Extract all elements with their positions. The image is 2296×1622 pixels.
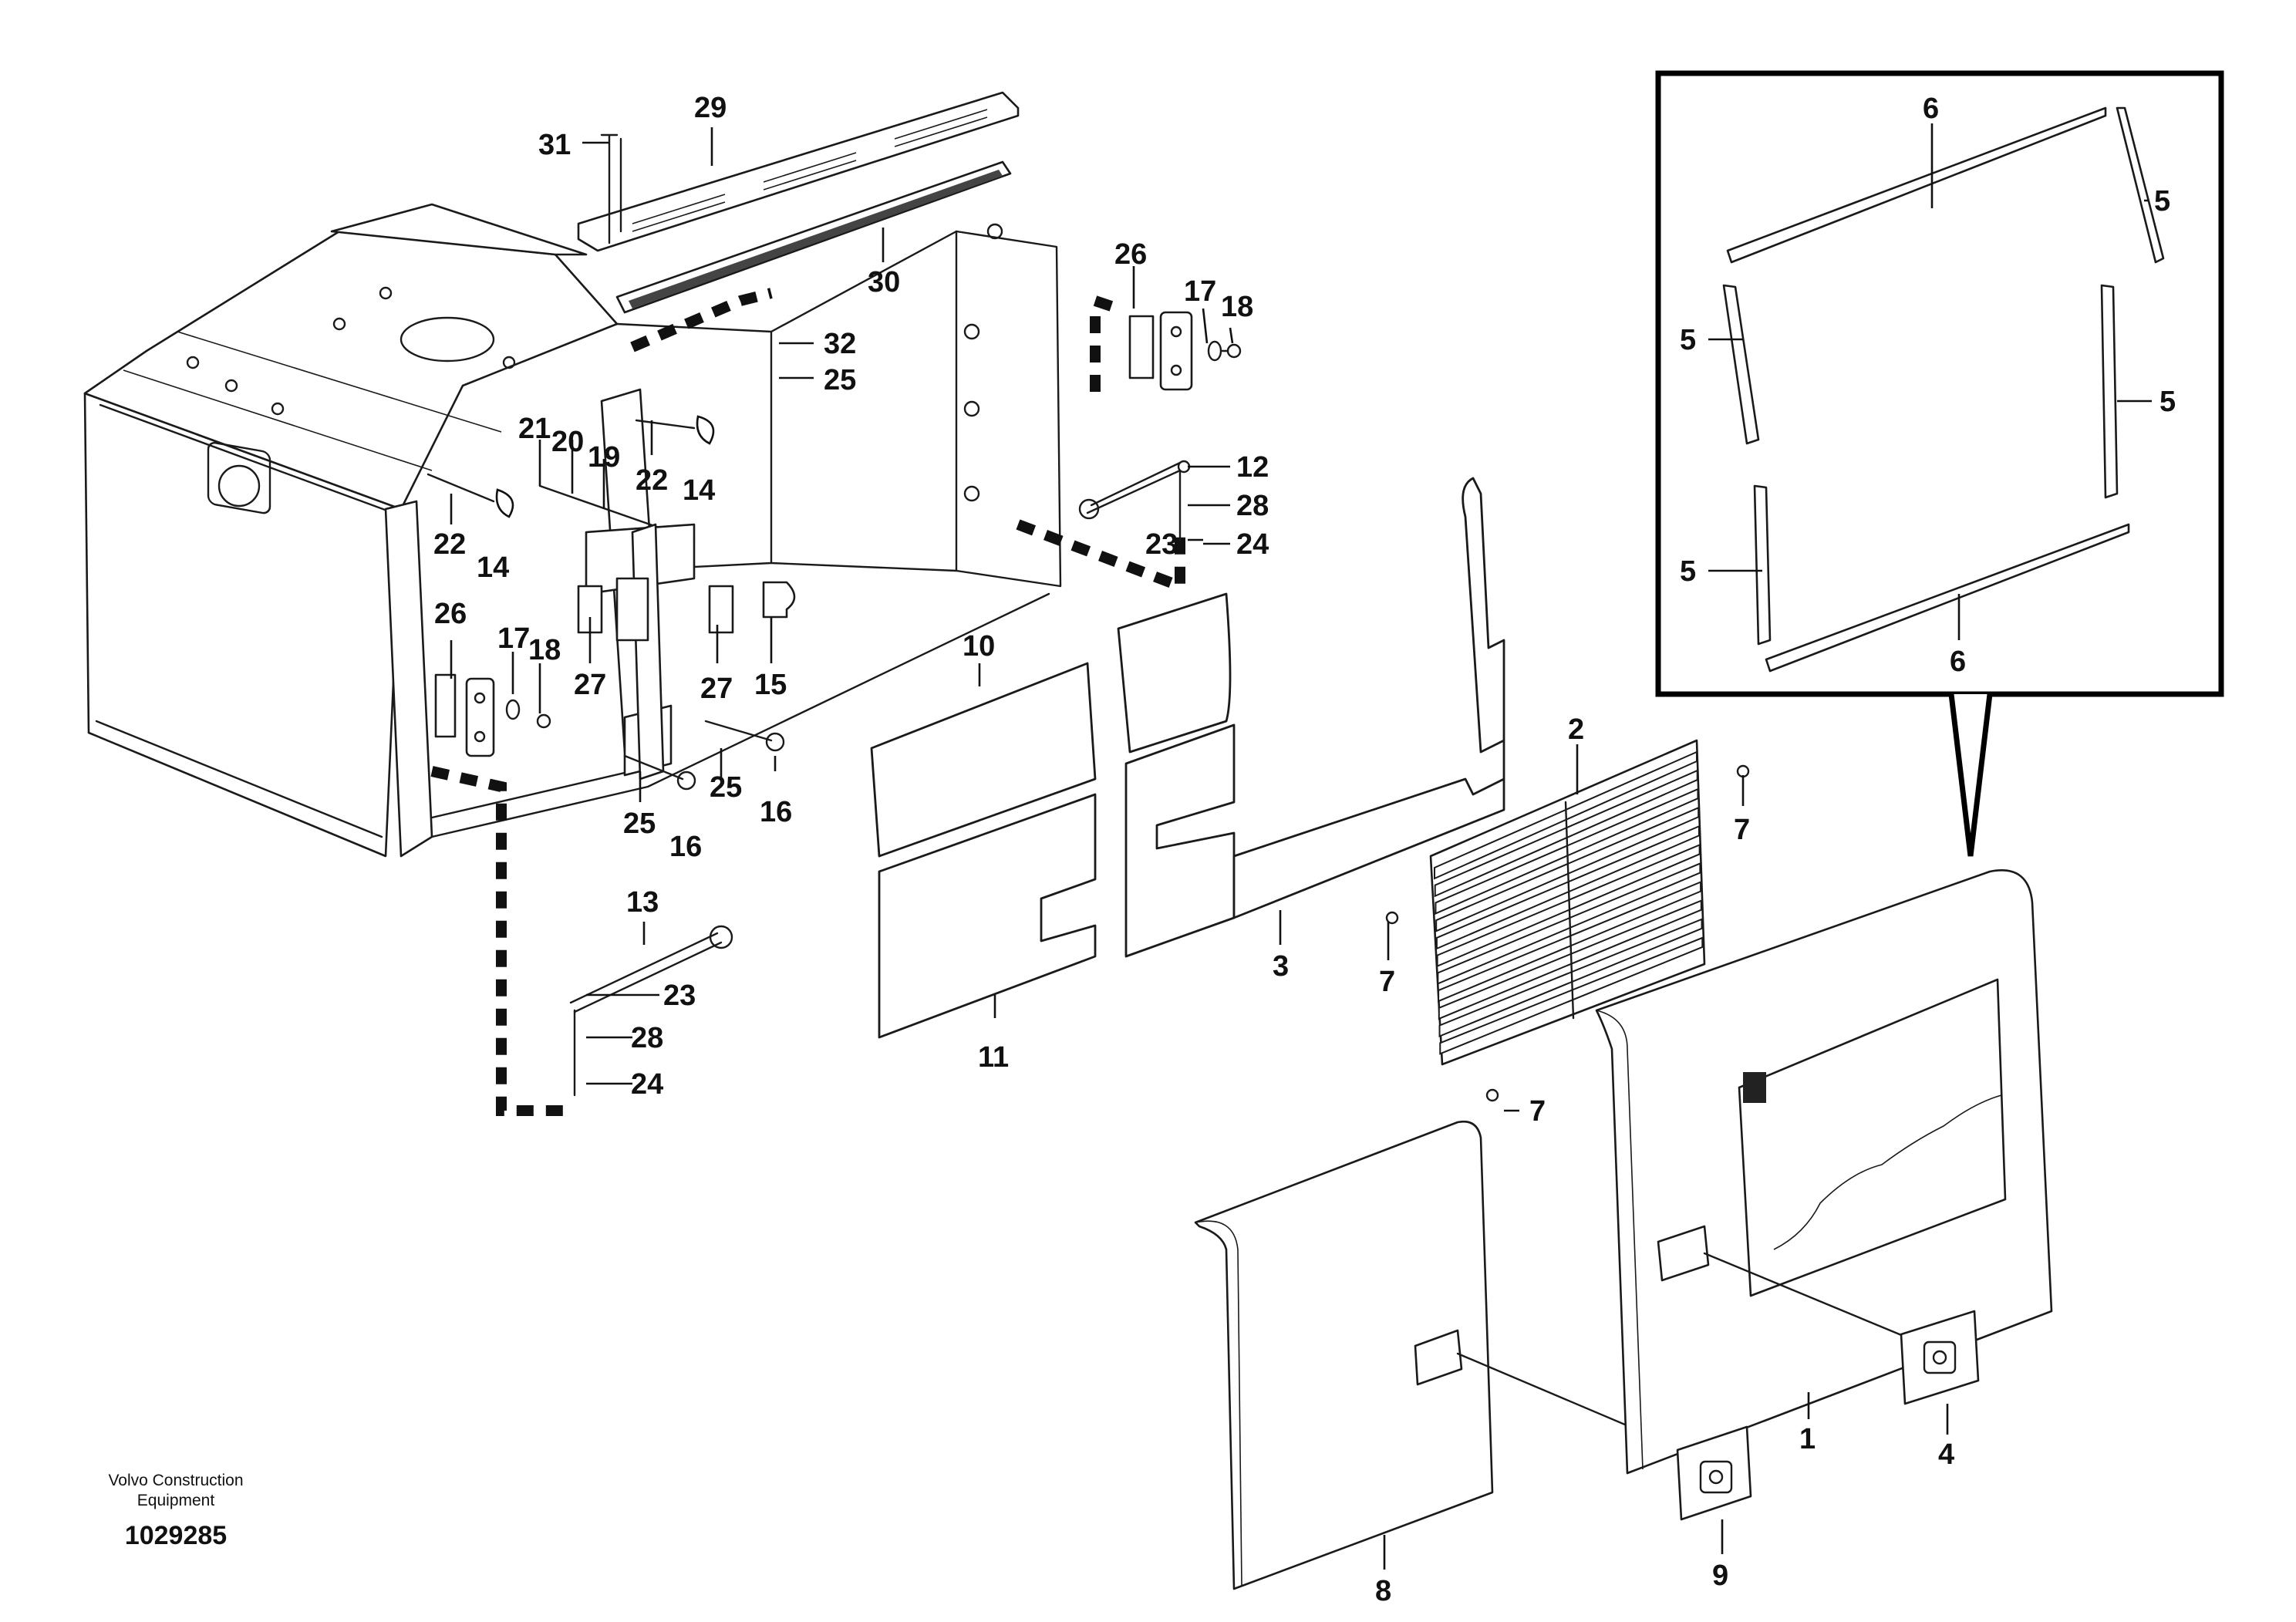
side-door-8 [1194, 1120, 1714, 1590]
support-rod-13 [569, 925, 733, 1097]
callout-7a: 7 [1734, 814, 1750, 846]
footer: Volvo Construction Equipment 1029285 [108, 1472, 243, 1550]
callout-5b: 5 [1680, 324, 1696, 356]
callout-20: 20 [551, 426, 584, 458]
callout-25a: 25 [824, 364, 856, 396]
callout-5a: 5 [2154, 185, 2170, 218]
bolt-18-right [1221, 343, 1242, 359]
callout-21: 21 [518, 413, 551, 445]
callout-8: 8 [1375, 1575, 1391, 1607]
callout-27a: 27 [574, 669, 606, 701]
bolt-31 [600, 133, 622, 244]
brand-line-2: Equipment [137, 1492, 215, 1509]
callout-11: 11 [978, 1041, 1009, 1074]
callout-28b: 28 [631, 1022, 663, 1054]
washer-17-left [505, 699, 521, 720]
callout-25b: 25 [623, 808, 656, 840]
pin-16-right [704, 720, 785, 752]
callout-9: 9 [1712, 1560, 1728, 1592]
callout-16a: 16 [669, 831, 702, 863]
insulation-3c [1232, 477, 1505, 919]
callout-23b: 23 [663, 980, 696, 1012]
callout-26a: 26 [1114, 238, 1147, 271]
latch-9 [1676, 1425, 1752, 1521]
bolt-7-left [1385, 911, 1399, 925]
callouts: 31 29 30 32 25 26 17 18 21 20 19 22 14 2… [433, 92, 2176, 1607]
latch-4 [1900, 1310, 1980, 1405]
callout-24b: 24 [631, 1068, 663, 1101]
louver-slat [1438, 881, 1702, 1003]
callout-27b: 27 [700, 673, 733, 705]
callout-17b: 17 [497, 622, 530, 655]
callout-6b: 6 [1950, 646, 1966, 678]
insulation-3a [1117, 592, 1232, 754]
callout-16b: 16 [760, 796, 792, 828]
callout-6a: 6 [1923, 93, 1939, 125]
seal-detail-inset [1655, 70, 2224, 857]
callout-17a: 17 [1184, 275, 1216, 308]
callout-2: 2 [1568, 713, 1584, 746]
insulation-3b [1124, 723, 1236, 958]
brand-line-1: Volvo Construction [108, 1472, 243, 1489]
support-rod-12 [1078, 460, 1191, 541]
callout-30: 30 [868, 266, 900, 298]
callout-22b: 22 [433, 528, 466, 561]
callout-15: 15 [754, 669, 787, 701]
bolt-18-left [536, 713, 551, 729]
callout-3: 3 [1273, 950, 1289, 983]
louver-slat [1438, 918, 1703, 1038]
callout-31: 31 [538, 129, 571, 161]
callout-19: 19 [588, 441, 620, 474]
knob-14-right [635, 415, 715, 445]
callout-28a: 28 [1236, 490, 1269, 522]
callout-26b: 26 [434, 598, 467, 630]
louver-grille-2 [1429, 739, 1706, 1066]
callout-13: 13 [626, 886, 659, 919]
callout-1: 1 [1799, 1423, 1816, 1455]
hinge-26-right [1128, 311, 1193, 391]
hinge-26-left [434, 673, 495, 757]
pin-16-left [623, 754, 696, 791]
callout-24a: 24 [1236, 528, 1269, 561]
callout-23a: 23 [1145, 528, 1178, 561]
washer-17-right [1207, 340, 1222, 362]
callout-14b: 14 [477, 551, 509, 584]
callout-7b: 7 [1379, 966, 1395, 998]
callout-7c: 7 [1529, 1095, 1546, 1128]
latch-assembly [538, 484, 796, 781]
bolt-7-bottom [1485, 1088, 1499, 1102]
callout-4: 4 [1938, 1438, 1954, 1471]
callout-22a: 22 [636, 464, 668, 497]
callout-32: 32 [824, 328, 856, 360]
leader-lines [450, 123, 2152, 1570]
callout-29: 29 [694, 92, 727, 124]
callout-12: 12 [1236, 451, 1269, 484]
callout-18a: 18 [1221, 291, 1253, 323]
callout-18b: 18 [528, 634, 561, 666]
louver-slat [1438, 899, 1702, 1020]
louver-slat [1437, 862, 1701, 985]
callout-5c: 5 [2159, 386, 2176, 418]
callout-10: 10 [963, 630, 995, 663]
knob-14-left [426, 473, 514, 518]
bolt-7-top [1736, 764, 1750, 778]
insulation-11 [878, 793, 1097, 1039]
callout-5d: 5 [1680, 555, 1696, 588]
callout-14a: 14 [683, 474, 715, 507]
callout-25c: 25 [710, 771, 742, 804]
louver-slat [1439, 936, 1704, 1055]
part-number: 1029285 [125, 1521, 227, 1550]
